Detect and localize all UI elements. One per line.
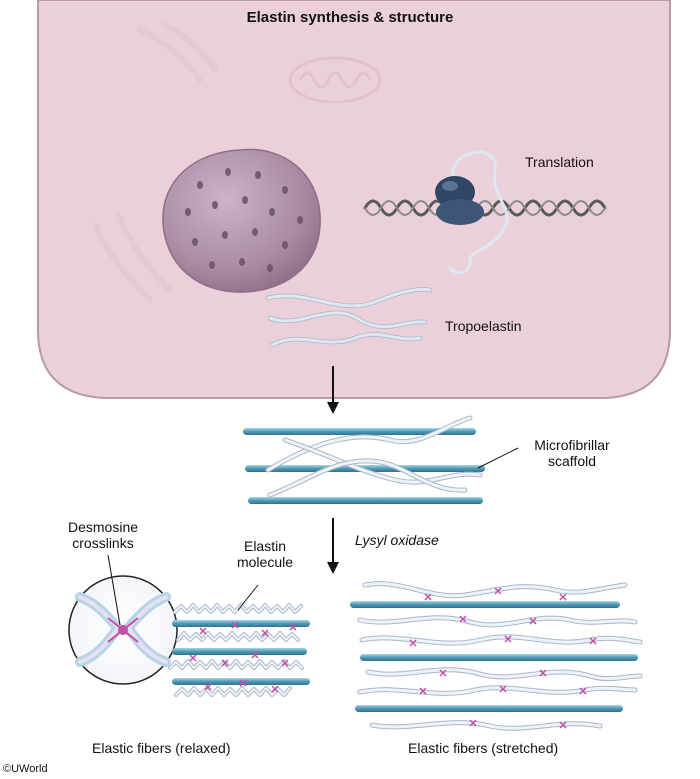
label-microfibrillar-line2: scaffold bbox=[548, 453, 596, 469]
relaxed-crosslinks bbox=[189, 621, 297, 693]
desmosine-crosslink-node bbox=[118, 625, 128, 635]
label-elastin-molecule: Elastin molecule bbox=[225, 538, 305, 570]
label-lysyl-oxidase: Lysyl oxidase bbox=[355, 532, 439, 548]
desmosine-zoom bbox=[68, 554, 178, 685]
relaxed-elastic-fibers bbox=[168, 584, 310, 697]
label-desmosine-crosslinks: Desmosine crosslinks bbox=[55, 519, 151, 551]
nucleus bbox=[162, 148, 321, 293]
ribosome bbox=[435, 176, 484, 225]
microfibrillar-scaffold bbox=[243, 415, 519, 504]
label-elastin-line2: molecule bbox=[236, 554, 294, 570]
label-translation: Translation bbox=[525, 154, 594, 170]
label-desmosine-line1: Desmosine bbox=[67, 519, 139, 535]
label-elastin-line1: Elastin bbox=[243, 538, 287, 554]
relaxed-coiled-elastin bbox=[168, 603, 304, 697]
label-elastic-fibers-relaxed: Elastic fibers (relaxed) bbox=[92, 740, 231, 756]
scaffold-pointer bbox=[477, 447, 519, 469]
diagram-title: Elastin synthesis & structure bbox=[246, 9, 454, 26]
scaffold-elastin-strands bbox=[265, 415, 483, 498]
arrow-secretion bbox=[327, 366, 339, 414]
label-desmosine-line2: crosslinks bbox=[72, 535, 134, 551]
label-microfibrillar-scaffold: Microfibrillar scaffold bbox=[522, 437, 622, 469]
label-microfibrillar-line1: Microfibrillar bbox=[534, 437, 610, 453]
relaxed-microfibrils bbox=[172, 620, 310, 685]
faint-mitochondrion bbox=[288, 56, 382, 104]
mrna-strand bbox=[363, 199, 607, 217]
cell bbox=[37, 0, 671, 399]
desmosine-pointer bbox=[107, 554, 121, 626]
stretched-elastic-fibers bbox=[350, 581, 643, 731]
copyright: ©UWorld bbox=[3, 763, 48, 775]
arrow-crosslinking bbox=[327, 518, 339, 574]
label-elastic-fibers-stretched: Elastic fibers (stretched) bbox=[408, 740, 559, 756]
elastin-molecule-pointer bbox=[237, 584, 259, 611]
faint-organelle-left bbox=[92, 22, 218, 303]
tropoelastin-strands bbox=[265, 287, 433, 348]
nascent-polypeptide bbox=[448, 150, 509, 275]
label-tropoelastin: Tropoelastin bbox=[445, 318, 522, 334]
stretched-crosslinks bbox=[409, 587, 597, 729]
stretched-microfibrils bbox=[350, 601, 638, 712]
